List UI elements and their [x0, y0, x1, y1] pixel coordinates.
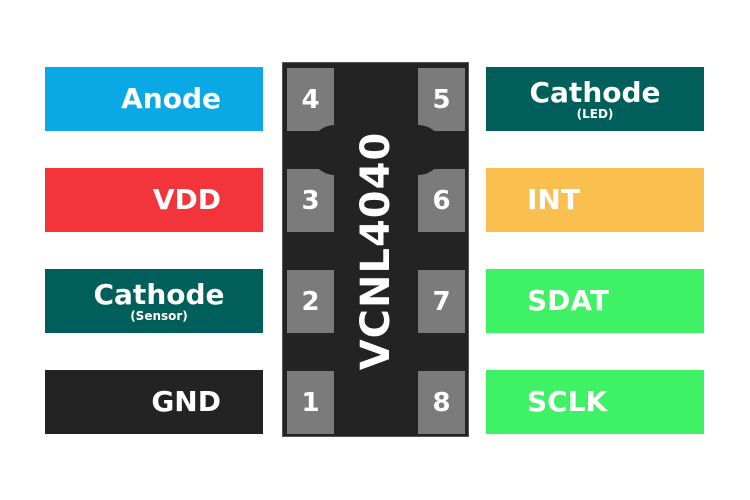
pin-label-sdat: SDAT	[486, 269, 704, 333]
label-subtext: (LED)	[576, 106, 614, 121]
pad-number: 8	[432, 387, 451, 418]
pad-4: 4	[287, 68, 334, 131]
chip-package: 4 3 2 1 5 6 7 8 VCNL4040	[282, 62, 469, 437]
pad-number: 2	[301, 286, 320, 317]
label-text: VDD	[152, 183, 221, 216]
label-text: GND	[151, 385, 221, 418]
label-text: Cathode	[93, 277, 225, 311]
pad-7: 7	[418, 270, 465, 333]
pin-label-sclk: SCLK	[486, 370, 704, 434]
pin-label-cathode-led: Cathode(LED)	[486, 67, 704, 131]
pad-number: 4	[301, 84, 320, 115]
pad-5: 5	[418, 68, 465, 131]
pad-3: 3	[287, 169, 334, 232]
pad-8: 8	[418, 371, 465, 434]
pad-number: 5	[432, 84, 451, 115]
pin-label-anode: Anode	[45, 67, 263, 131]
pin-label-vdd: VDD	[45, 168, 263, 232]
pin-label-int: INT	[486, 168, 704, 232]
chip-name: VCNL4040	[353, 131, 399, 371]
pad-number: 3	[301, 185, 320, 216]
pad-number: 1	[301, 387, 320, 418]
label-subtext: (Sensor)	[130, 308, 188, 323]
pad-6: 6	[418, 169, 465, 232]
pad-number: 7	[432, 286, 451, 317]
pad-notch-left	[310, 125, 360, 175]
pad-notch-right	[393, 125, 443, 175]
label-text: Anode	[121, 82, 221, 115]
label-text: SCLK	[527, 385, 608, 418]
pin-label-gnd: GND	[45, 370, 263, 434]
label-text: Cathode	[529, 75, 661, 109]
label-text: INT	[527, 183, 580, 216]
pad-2: 2	[287, 270, 334, 333]
pad-number: 6	[432, 185, 451, 216]
pin-label-cathode-sensor: Cathode(Sensor)	[45, 269, 263, 333]
pad-1: 1	[287, 371, 334, 434]
label-text: SDAT	[527, 284, 610, 317]
